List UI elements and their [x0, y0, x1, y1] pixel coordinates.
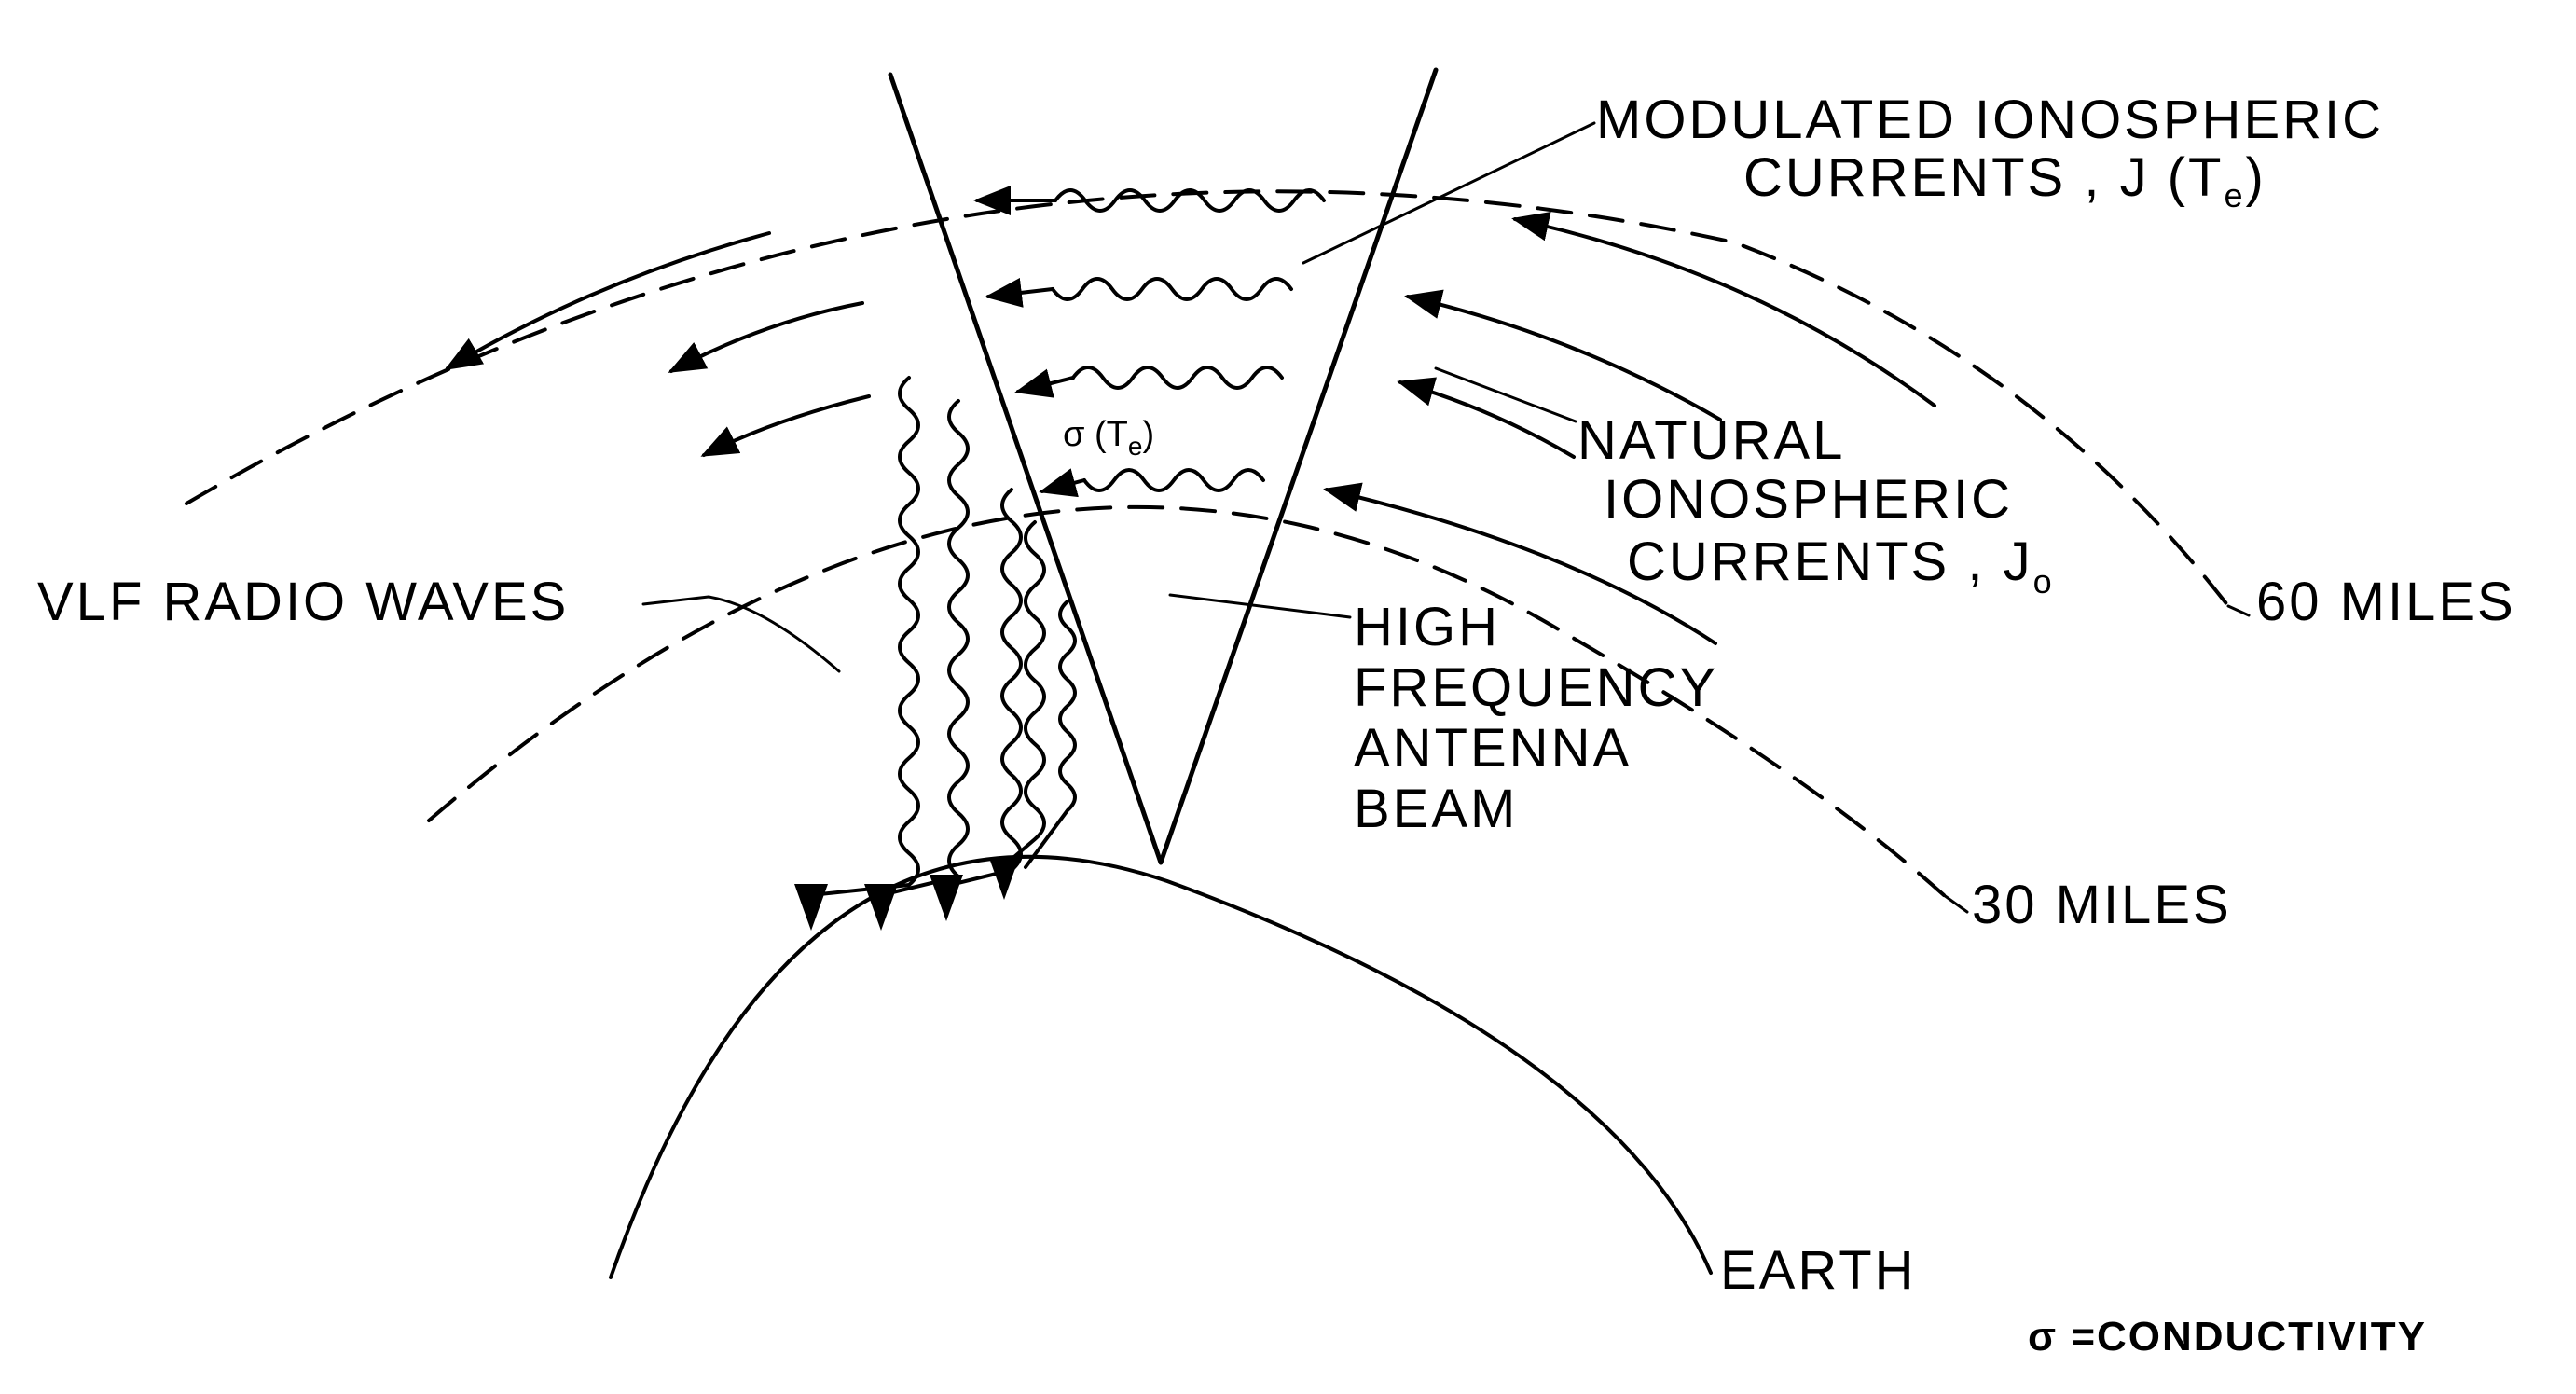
antenna-beam: [888, 67, 1439, 865]
natural-currents-right: [1323, 211, 1936, 645]
modulated-current-wave: [1082, 468, 1265, 492]
altitude-60-label: 60 MILES: [2256, 572, 2516, 632]
hf-beam-label-line4: BEAM: [1354, 779, 1518, 839]
vlf-wave: [1024, 600, 1077, 869]
vlf-wave: [879, 399, 970, 897]
sixty-miles-leader: [2226, 604, 2251, 617]
earth-surface: [609, 854, 1713, 1279]
sigma-te-close: ): [1142, 415, 1154, 454]
vlf-wave-arrowhead: [864, 884, 898, 931]
modulated-current-arrow: [985, 277, 1054, 308]
sigma-te-label: σ (Te): [1063, 415, 1154, 461]
natural-currents-label-line3: CURRENTS , Jo: [1627, 531, 2055, 600]
vlf-wave: [1000, 520, 1046, 869]
natural-current-arrow: [1404, 289, 1722, 421]
modulated-current-wave: [1054, 188, 1326, 213]
modulated-currents-label-main: CURRENTS , J (T: [1743, 147, 2224, 208]
vlf-wave-arrowhead: [794, 884, 828, 931]
natural-current-arrow: [1323, 482, 1717, 645]
thirty-miles-leader: [1942, 893, 1969, 914]
sigma-te-main: σ (T: [1063, 415, 1128, 454]
vlf-leader-line: [641, 595, 841, 673]
vlf-wave-arrowhead: [930, 875, 963, 921]
natural-currents-label-main: CURRENTS , J: [1627, 531, 2033, 592]
altitude-60-miles-arc: [185, 189, 2230, 608]
natural-current-arrow: [668, 301, 864, 373]
modulated-currents-close: ): [2245, 147, 2266, 208]
natural-currents-subscript: o: [2033, 562, 2055, 600]
modulated-current-arrow: [1039, 468, 1086, 498]
natural-currents-label-line1: NATURAL: [1577, 410, 1845, 471]
modulated-leader-line: [1302, 121, 1596, 265]
modulated-currents-label-line2: CURRENTS , J (Te): [1743, 147, 2266, 214]
altitude-30-label: 30 MILES: [1972, 875, 2232, 935]
modulated-current-wave: [1071, 366, 1284, 390]
vlf-radio-waves: [794, 376, 1077, 931]
earth-label: EARTH: [1720, 1240, 1917, 1301]
natural-current-arrow: [700, 394, 871, 457]
modulated-currents-label-line1: MODULATED IONOSPHERIC: [1596, 90, 2384, 150]
vlf-wave: [809, 376, 920, 897]
modulated-currents-subscript: e: [2224, 176, 2245, 214]
sigma-te-subscript: e: [1128, 432, 1143, 461]
altitude-30-miles-arc: [427, 504, 1946, 897]
natural-current-arrow: [1397, 377, 1576, 459]
hf-beam-label-line1: HIGH: [1354, 597, 1500, 657]
vlf-wave-arrowhead: [989, 858, 1019, 900]
natural-current-arrow: [1511, 211, 1936, 407]
modulated-current-arrow: [1014, 368, 1075, 398]
hf-beam-label-line2: FREQUENCY: [1354, 657, 1718, 718]
modulated-currents: [973, 186, 1326, 498]
vlf-radio-waves-label: VLF RADIO WAVES: [37, 572, 569, 632]
vlf-wave: [944, 488, 1023, 888]
hf-beam-label-line3: ANTENNA: [1354, 718, 1632, 779]
natural-currents-left: [444, 231, 871, 457]
hf-beam-leader-line: [1168, 593, 1352, 619]
natural-current-arrow: [444, 231, 771, 371]
natural-currents-label-line2: IONOSPHERIC: [1604, 469, 2013, 530]
conductivity-legend: σ =CONDUCTIVITY: [2028, 1314, 2427, 1359]
natural-leader-line: [1434, 366, 1577, 423]
modulated-current-wave: [1051, 277, 1293, 301]
